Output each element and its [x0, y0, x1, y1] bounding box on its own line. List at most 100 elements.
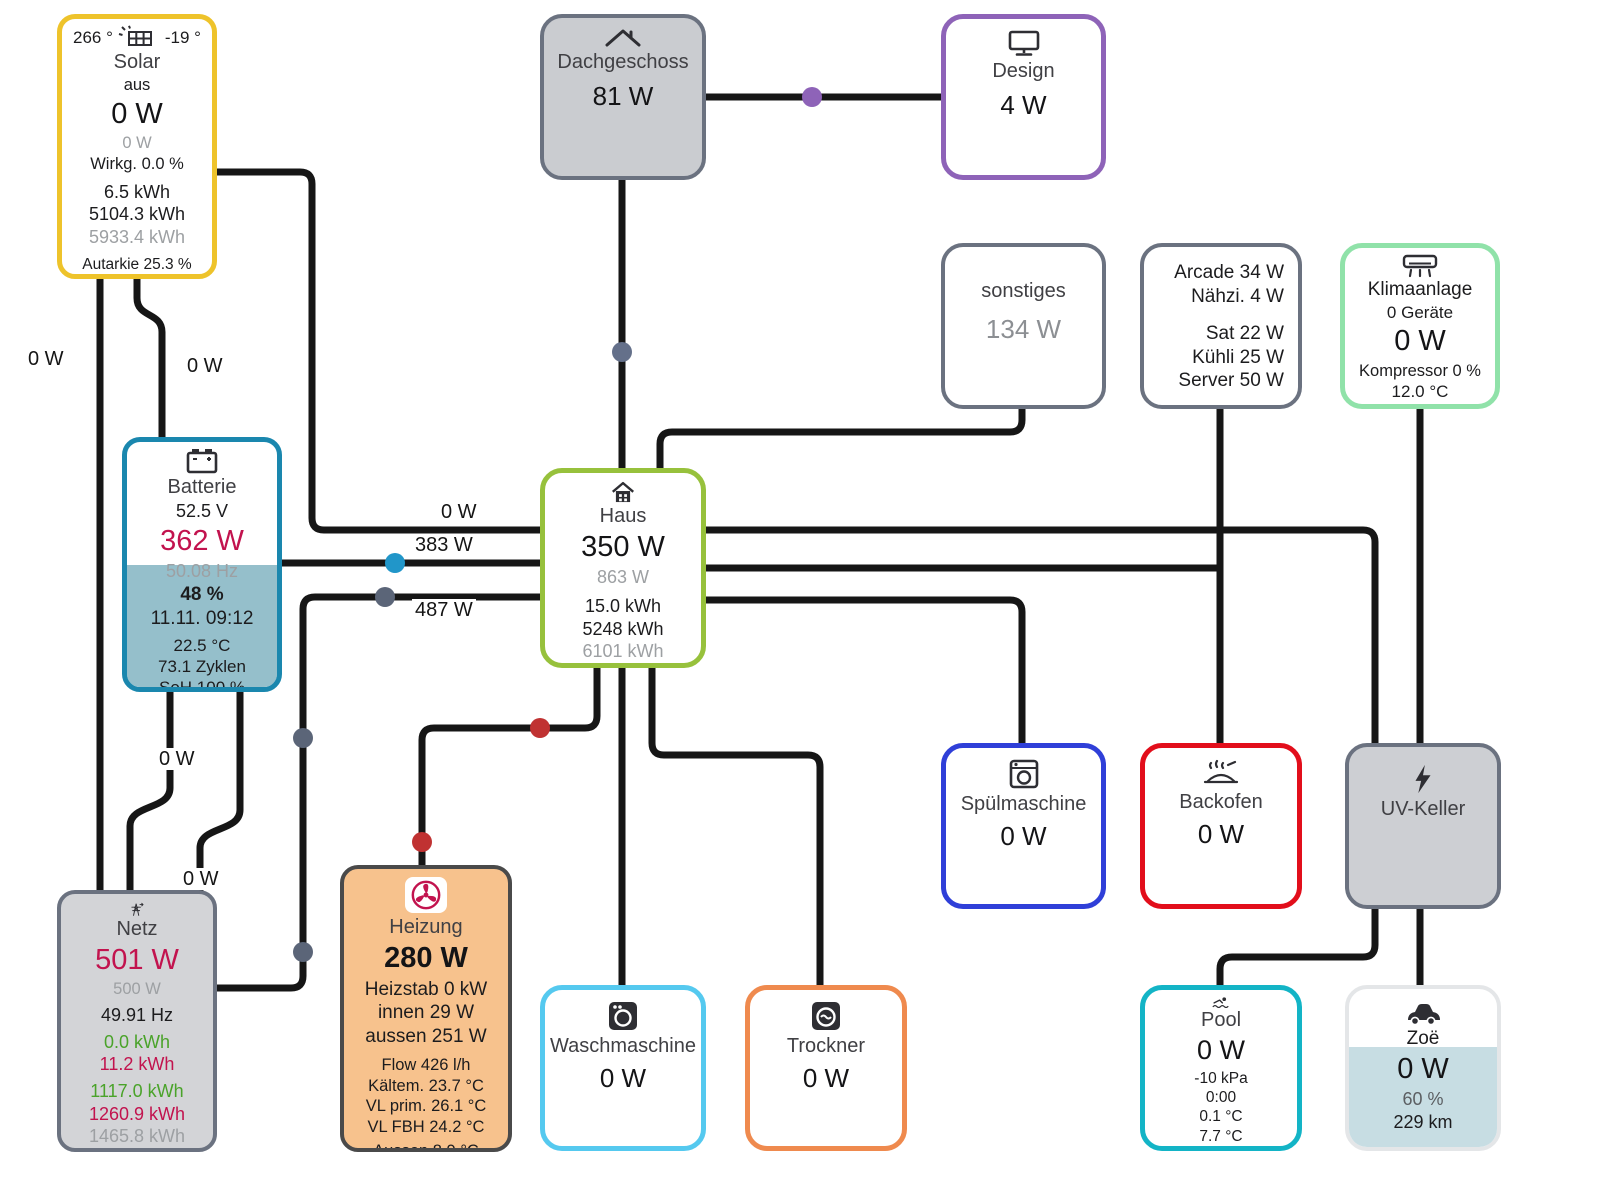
- oven-icon: [1203, 759, 1239, 784]
- solar-panel-temp: 266 °: [73, 27, 113, 47]
- heizung-aussen: aussen 251 W: [365, 1026, 487, 1048]
- netz-power-sub: 500 W: [113, 980, 161, 999]
- haus-power: 350 W: [581, 530, 665, 563]
- verbraucher-sat: Sat 22 W: [1205, 322, 1284, 344]
- wire-netz-haus: [213, 593, 544, 992]
- node-backofen[interactable]: Backofen 0 W: [1140, 743, 1302, 909]
- design-power: 4 W: [1000, 90, 1047, 120]
- batterie-frequency: 50.08 Hz: [165, 561, 239, 582]
- solar-autarky: Autarkie 25.3 %: [82, 255, 192, 273]
- wire-batterie-netz-2: [196, 688, 244, 894]
- solar-energy-year: 5104.3 kWh: [88, 204, 186, 225]
- node-klimaanlage[interactable]: Klimaanlage 0 Geräte 0 W Kompressor 0 % …: [1340, 243, 1500, 409]
- batterie-temp: 22.5 °C: [173, 635, 231, 655]
- klimaanlage-compressor: Kompressor 0 %: [1359, 361, 1481, 380]
- edge-label-batterie-netz-2: 0 W: [180, 868, 222, 890]
- solar-self-consumption: Eigenverb.99.8 %: [76, 274, 198, 275]
- heizung-aussen-temp: Aussen 8.9 °C: [373, 1142, 479, 1152]
- pool-temp-2: 7.7 °C: [1199, 1127, 1243, 1145]
- solar-energy-total: 5933.4 kWh: [88, 226, 186, 247]
- wire-solar-batterie: [133, 275, 166, 441]
- car-icon: [1408, 1004, 1440, 1026]
- battery-charge-fill: [127, 564, 277, 687]
- design-title: Design: [992, 60, 1055, 82]
- node-sonstiges[interactable]: sonstiges 134 W: [941, 243, 1106, 409]
- wire-haus-spuelmaschine: [702, 596, 1026, 747]
- node-pool[interactable]: Pool 0 W -10 kPa 0:00 0.1 °C 7.7 °C: [1140, 985, 1302, 1151]
- washing-machine-icon: [609, 1002, 637, 1030]
- batterie-soh: SoH 100 %: [159, 678, 245, 692]
- haus-power-sub: 863 W: [596, 567, 650, 588]
- node-solar[interactable]: 266 ° -19 ° Solar aus 0 W 0 W Wirkg. 0.0…: [57, 14, 217, 279]
- battery-icon: [186, 449, 218, 474]
- node-verbraucherliste[interactable]: Arcade 34 W Nähzi. 4 W Sat 22 W Kühli 25…: [1140, 243, 1302, 409]
- junction-dot-heizung-1: [530, 718, 550, 738]
- edge-label-batterie-haus: 383 W: [412, 534, 476, 556]
- node-dachgeschoss[interactable]: Dachgeschoss 81 W: [540, 14, 706, 180]
- node-haus[interactable]: Haus 350 W 863 W 15.0 kWh 5248 kWh 6101 …: [540, 468, 706, 668]
- dishwasher-icon: [1009, 759, 1038, 789]
- junction-dot-netz-mid: [293, 728, 313, 748]
- pool-pressure: -10 kPa: [1194, 1069, 1248, 1087]
- node-heizung[interactable]: Heizung 280 W Heizstab 0 kW innen 29 W a…: [340, 865, 512, 1152]
- trockner-title: Trockner: [786, 1035, 866, 1057]
- edge-label-solar-haus: 0 W: [438, 501, 480, 523]
- junction-dot-design: [802, 87, 822, 107]
- wire-uvkeller-pool: [1216, 904, 1379, 989]
- edge-label-solar-netz: 0 W: [25, 348, 67, 370]
- netz-energy-2: 11.2 kWh: [99, 1054, 175, 1075]
- wire-haus-uvkeller: [702, 526, 1379, 747]
- heizung-vl-prim: VL prim. 26.1 °C: [365, 1097, 487, 1116]
- klimaanlage-devices: 0 Geräte: [1386, 302, 1454, 322]
- klimaanlage-temp: 12.0 °C: [1391, 382, 1449, 402]
- netz-energy-4: 1260.9 kWh: [88, 1103, 186, 1124]
- solar-title: Solar: [113, 51, 161, 73]
- heizung-kaeltemittel: Kältem. 23.7 °C: [368, 1076, 484, 1095]
- batterie-title: Batterie: [167, 476, 237, 498]
- verbraucher-group-bottom: Sat 22 W Kühli 25 W Server 50 W: [1178, 322, 1284, 393]
- netz-power: 501 W: [95, 943, 179, 976]
- sonstiges-title: sonstiges: [981, 280, 1066, 302]
- heizung-power: 280 W: [384, 942, 468, 974]
- node-design[interactable]: Design 4 W: [941, 14, 1106, 180]
- pool-title: Pool: [1200, 1009, 1242, 1032]
- house-icon: [611, 481, 635, 503]
- heizung-heizstab: Heizstab 0 kW: [364, 978, 488, 1000]
- edge-label-batterie-netz-1: 0 W: [156, 748, 198, 770]
- node-batterie[interactable]: Batterie 52.5 V 362 W 50.08 Hz 48 % 11.1…: [122, 437, 282, 692]
- junction-dot-dachgeschoss: [612, 342, 632, 362]
- wire-haus-trockner: [648, 664, 824, 989]
- node-trockner[interactable]: Trockner 0 W: [745, 985, 907, 1151]
- node-spuelmaschine[interactable]: Spülmaschine 0 W: [941, 743, 1106, 909]
- heizung-title: Heizung: [389, 916, 463, 938]
- solar-header-row: 266 ° -19 °: [73, 25, 201, 50]
- netz-energy-5: 1465.8 kWh: [88, 1126, 186, 1147]
- verbraucher-kuehli: Kühli 25 W: [1192, 346, 1284, 368]
- dachgeschoss-title: Dachgeschoss: [557, 51, 689, 73]
- pool-temp-1: 0.1 °C: [1199, 1108, 1243, 1126]
- node-waschmaschine[interactable]: Waschmaschine 0 W: [540, 985, 706, 1151]
- verbraucher-server: Server 50 W: [1178, 370, 1284, 392]
- air-conditioner-icon: [1402, 254, 1438, 278]
- uv-keller-title: UV-Keller: [1380, 798, 1466, 820]
- verbraucher-arcade: Arcade 34 W: [1174, 262, 1284, 283]
- netz-energy-3: 1117.0 kWh: [90, 1080, 184, 1101]
- klimaanlage-power: 0 W: [1394, 325, 1446, 358]
- solar-energy-today: 6.5 kWh: [103, 181, 171, 202]
- node-uv-keller[interactable]: UV-Keller: [1345, 743, 1501, 909]
- wire-solar-haus: [213, 168, 544, 534]
- solar-power-sub: 0 W: [122, 134, 152, 153]
- solar-panel-icon: [118, 25, 152, 46]
- junction-dot-netz-low: [293, 942, 313, 962]
- trockner-power: 0 W: [802, 1063, 850, 1093]
- batterie-power: 362 W: [160, 524, 244, 557]
- junction-dot-batterie: [385, 553, 405, 573]
- waschmaschine-power: 0 W: [599, 1063, 647, 1093]
- node-netz[interactable]: Netz 501 W 500 W 49.91 Hz 0.0 kWh 11.2 k…: [57, 890, 217, 1152]
- haus-energy-today: 15.0 kWh: [584, 595, 662, 616]
- swimmer-icon: [1212, 997, 1229, 1009]
- haus-energy-year: 5248 kWh: [582, 618, 664, 639]
- node-zoe[interactable]: Zoë 0 W 60 % 229 km: [1345, 985, 1501, 1151]
- spuelmaschine-title: Spülmaschine: [960, 793, 1087, 815]
